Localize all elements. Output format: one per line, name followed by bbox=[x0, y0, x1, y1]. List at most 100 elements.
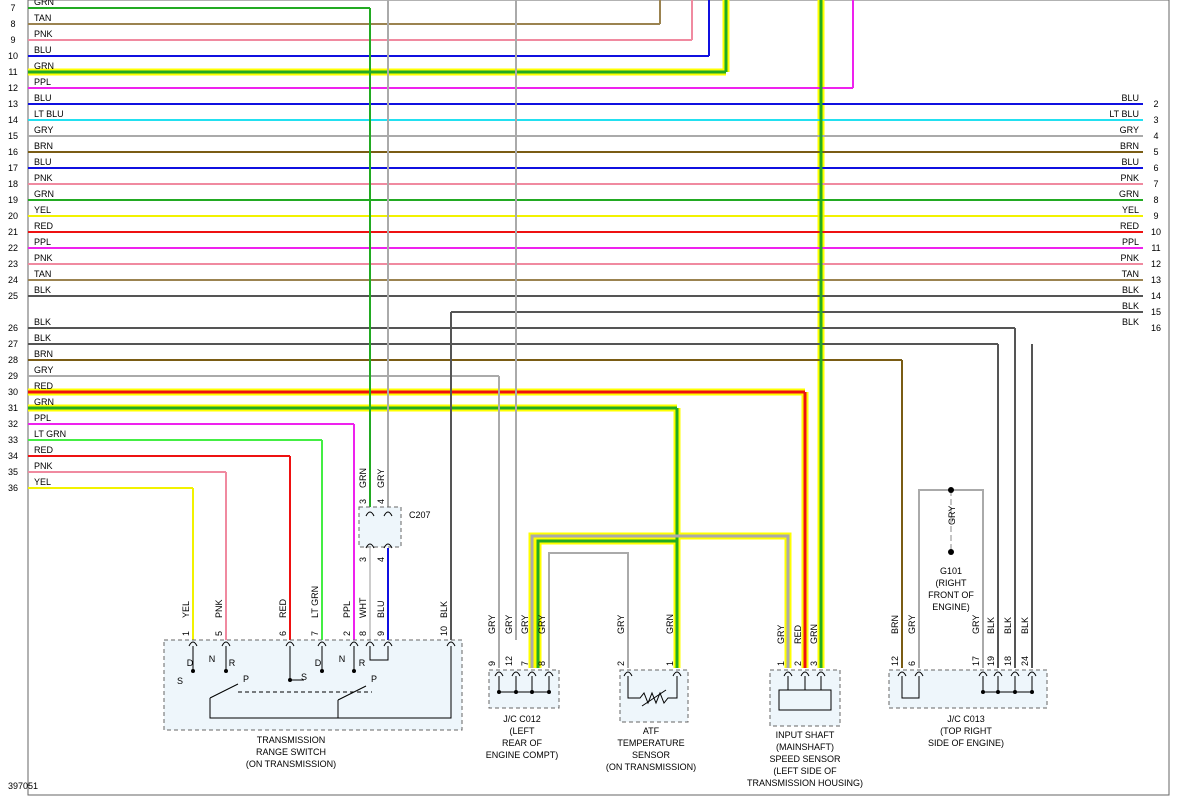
component-detail-layer bbox=[188, 487, 1037, 719]
pin-wire-label: GRN bbox=[665, 614, 675, 634]
wire-color-label-right: YEL bbox=[1122, 205, 1139, 215]
wire-color-label-left: GRN bbox=[34, 61, 54, 71]
wire-number-left: 9 bbox=[10, 35, 15, 45]
g101-title-line: G101 bbox=[940, 566, 962, 576]
wire-color-label-left: GRY bbox=[34, 125, 53, 135]
wire-number-left: 24 bbox=[8, 275, 18, 285]
wire-color-label-left: LT BLU bbox=[34, 109, 64, 119]
c013-title-line: J/C C013 bbox=[947, 714, 985, 724]
wire-number-left: 14 bbox=[8, 115, 18, 125]
c012-bus-dot bbox=[547, 690, 551, 694]
wire-color-label-left: PNK bbox=[34, 253, 53, 263]
pin-icon bbox=[446, 641, 456, 647]
switch-position-label: S bbox=[301, 672, 307, 682]
wire-color-label-left: BLK bbox=[34, 333, 51, 343]
c207-connector-name: C207 bbox=[409, 510, 431, 520]
wire-number-left: 34 bbox=[8, 451, 18, 461]
c013-bus-dot bbox=[981, 690, 985, 694]
wire-color-label-left: GRN bbox=[34, 397, 54, 407]
wire-number-left: 27 bbox=[8, 339, 18, 349]
wire-number-left: 29 bbox=[8, 371, 18, 381]
pin-icon bbox=[383, 641, 393, 647]
diagram-frame bbox=[27, 0, 1170, 796]
wire-number-left: 32 bbox=[8, 419, 18, 429]
wire-color-label-right: BLU bbox=[1121, 157, 1139, 167]
c012-title-line: ENGINE COMPT) bbox=[486, 750, 559, 760]
pin-wire-label: BLK bbox=[1003, 617, 1013, 634]
switch-position-label: N bbox=[209, 654, 216, 664]
wire-number-left: 21 bbox=[8, 227, 18, 237]
c013-title-line: SIDE OF ENGINE) bbox=[928, 738, 1004, 748]
pin-number: 1 bbox=[665, 661, 675, 666]
pin-wire-label: GRY bbox=[487, 615, 497, 634]
wire-color-label-left: RED bbox=[34, 445, 54, 455]
figure-id: 397051 bbox=[8, 781, 38, 791]
wire-color-label-right: PNK bbox=[1120, 173, 1139, 183]
wire-number-left: 8 bbox=[10, 19, 15, 29]
pin-icon bbox=[544, 671, 554, 677]
wire-number-right: 5 bbox=[1153, 147, 1158, 157]
trs-ground-path bbox=[209, 646, 452, 719]
wire-number-left: 23 bbox=[8, 259, 18, 269]
trs-title-line: TRANSMISSION bbox=[257, 735, 326, 745]
wire-color-label-right: BLK bbox=[1122, 301, 1139, 311]
trs-jumper bbox=[369, 646, 389, 661]
c012-title-line: REAR OF bbox=[502, 738, 543, 748]
c207-pin-number: 4 bbox=[376, 499, 386, 504]
wire-color-label-right: BRN bbox=[1120, 141, 1139, 151]
wire-c012-iss-loop bbox=[530, 534, 790, 668]
pin-wire-label: BRN bbox=[890, 615, 900, 634]
switch-position-label: S bbox=[177, 676, 183, 686]
trs-internal-leads-2 bbox=[321, 646, 355, 671]
pin-icon bbox=[897, 671, 907, 677]
wire-number-right: 11 bbox=[1151, 243, 1160, 253]
c207-bottom-pin-icon bbox=[365, 543, 375, 549]
pin-wire-label: YEL bbox=[181, 601, 191, 618]
wire-color-label-left: GRN bbox=[34, 0, 54, 7]
wire-color-label-left: GRY bbox=[34, 365, 53, 375]
wire-number-left: 17 bbox=[8, 163, 18, 173]
wire-color-label-left: PPL bbox=[34, 237, 51, 247]
switch-blade-icon bbox=[337, 685, 367, 701]
wire-color-label-right: TAN bbox=[1122, 269, 1139, 279]
pin-wire-label: BLK bbox=[1020, 617, 1030, 634]
pin-wire-label: RED bbox=[793, 624, 803, 644]
g101-title-line: ENGINE) bbox=[932, 602, 970, 612]
pin-wire-label: WHT bbox=[358, 597, 368, 618]
thermistor-arrow-icon bbox=[641, 689, 667, 707]
c012-bus-dot bbox=[530, 690, 534, 694]
highlight-layer bbox=[28, 0, 825, 668]
wire-number-right: 13 bbox=[1151, 275, 1161, 285]
wire-layer bbox=[28, 0, 1143, 668]
c013-title-line: (TOP RIGHT bbox=[940, 726, 992, 736]
pin-icon bbox=[188, 641, 198, 647]
switch-position-label: N bbox=[339, 654, 346, 664]
wire-color-label-left: RED bbox=[34, 221, 54, 231]
wire-c012-iss-loop-highlight bbox=[528, 532, 792, 668]
pin-icon bbox=[317, 641, 327, 647]
wire-number-left: 33 bbox=[8, 435, 18, 445]
wire-c012-grn-loop-highlight bbox=[534, 537, 677, 668]
pin-icon bbox=[978, 671, 988, 677]
pin-wire-label: GRY bbox=[616, 615, 626, 634]
pin-number: 7 bbox=[520, 661, 530, 666]
wire-number-left: 30 bbox=[8, 387, 18, 397]
pin-wire-label: GRN bbox=[809, 624, 819, 644]
pin-number: 2 bbox=[342, 631, 352, 636]
pin-icon bbox=[623, 671, 633, 677]
c013-jumper-a bbox=[901, 676, 920, 699]
wire-number-right: 3 bbox=[1153, 115, 1158, 125]
wire-number-right: 9 bbox=[1153, 211, 1158, 221]
wire-color-label-right: BLU bbox=[1121, 93, 1139, 103]
wire-color-label-right: PNK bbox=[1120, 253, 1139, 263]
c207-top-pin-icon bbox=[365, 511, 375, 517]
wire-color-label-left: TAN bbox=[34, 13, 51, 23]
c207-pin-number: 4 bbox=[376, 557, 386, 562]
switch-blade-icon bbox=[209, 683, 239, 699]
ground-icon bbox=[948, 549, 954, 555]
pin-number: 18 bbox=[1003, 656, 1013, 666]
wire-number-left: 31 bbox=[8, 403, 18, 413]
wire-number-right: 16 bbox=[1151, 323, 1161, 333]
wire-number-left: 11 bbox=[8, 67, 17, 77]
